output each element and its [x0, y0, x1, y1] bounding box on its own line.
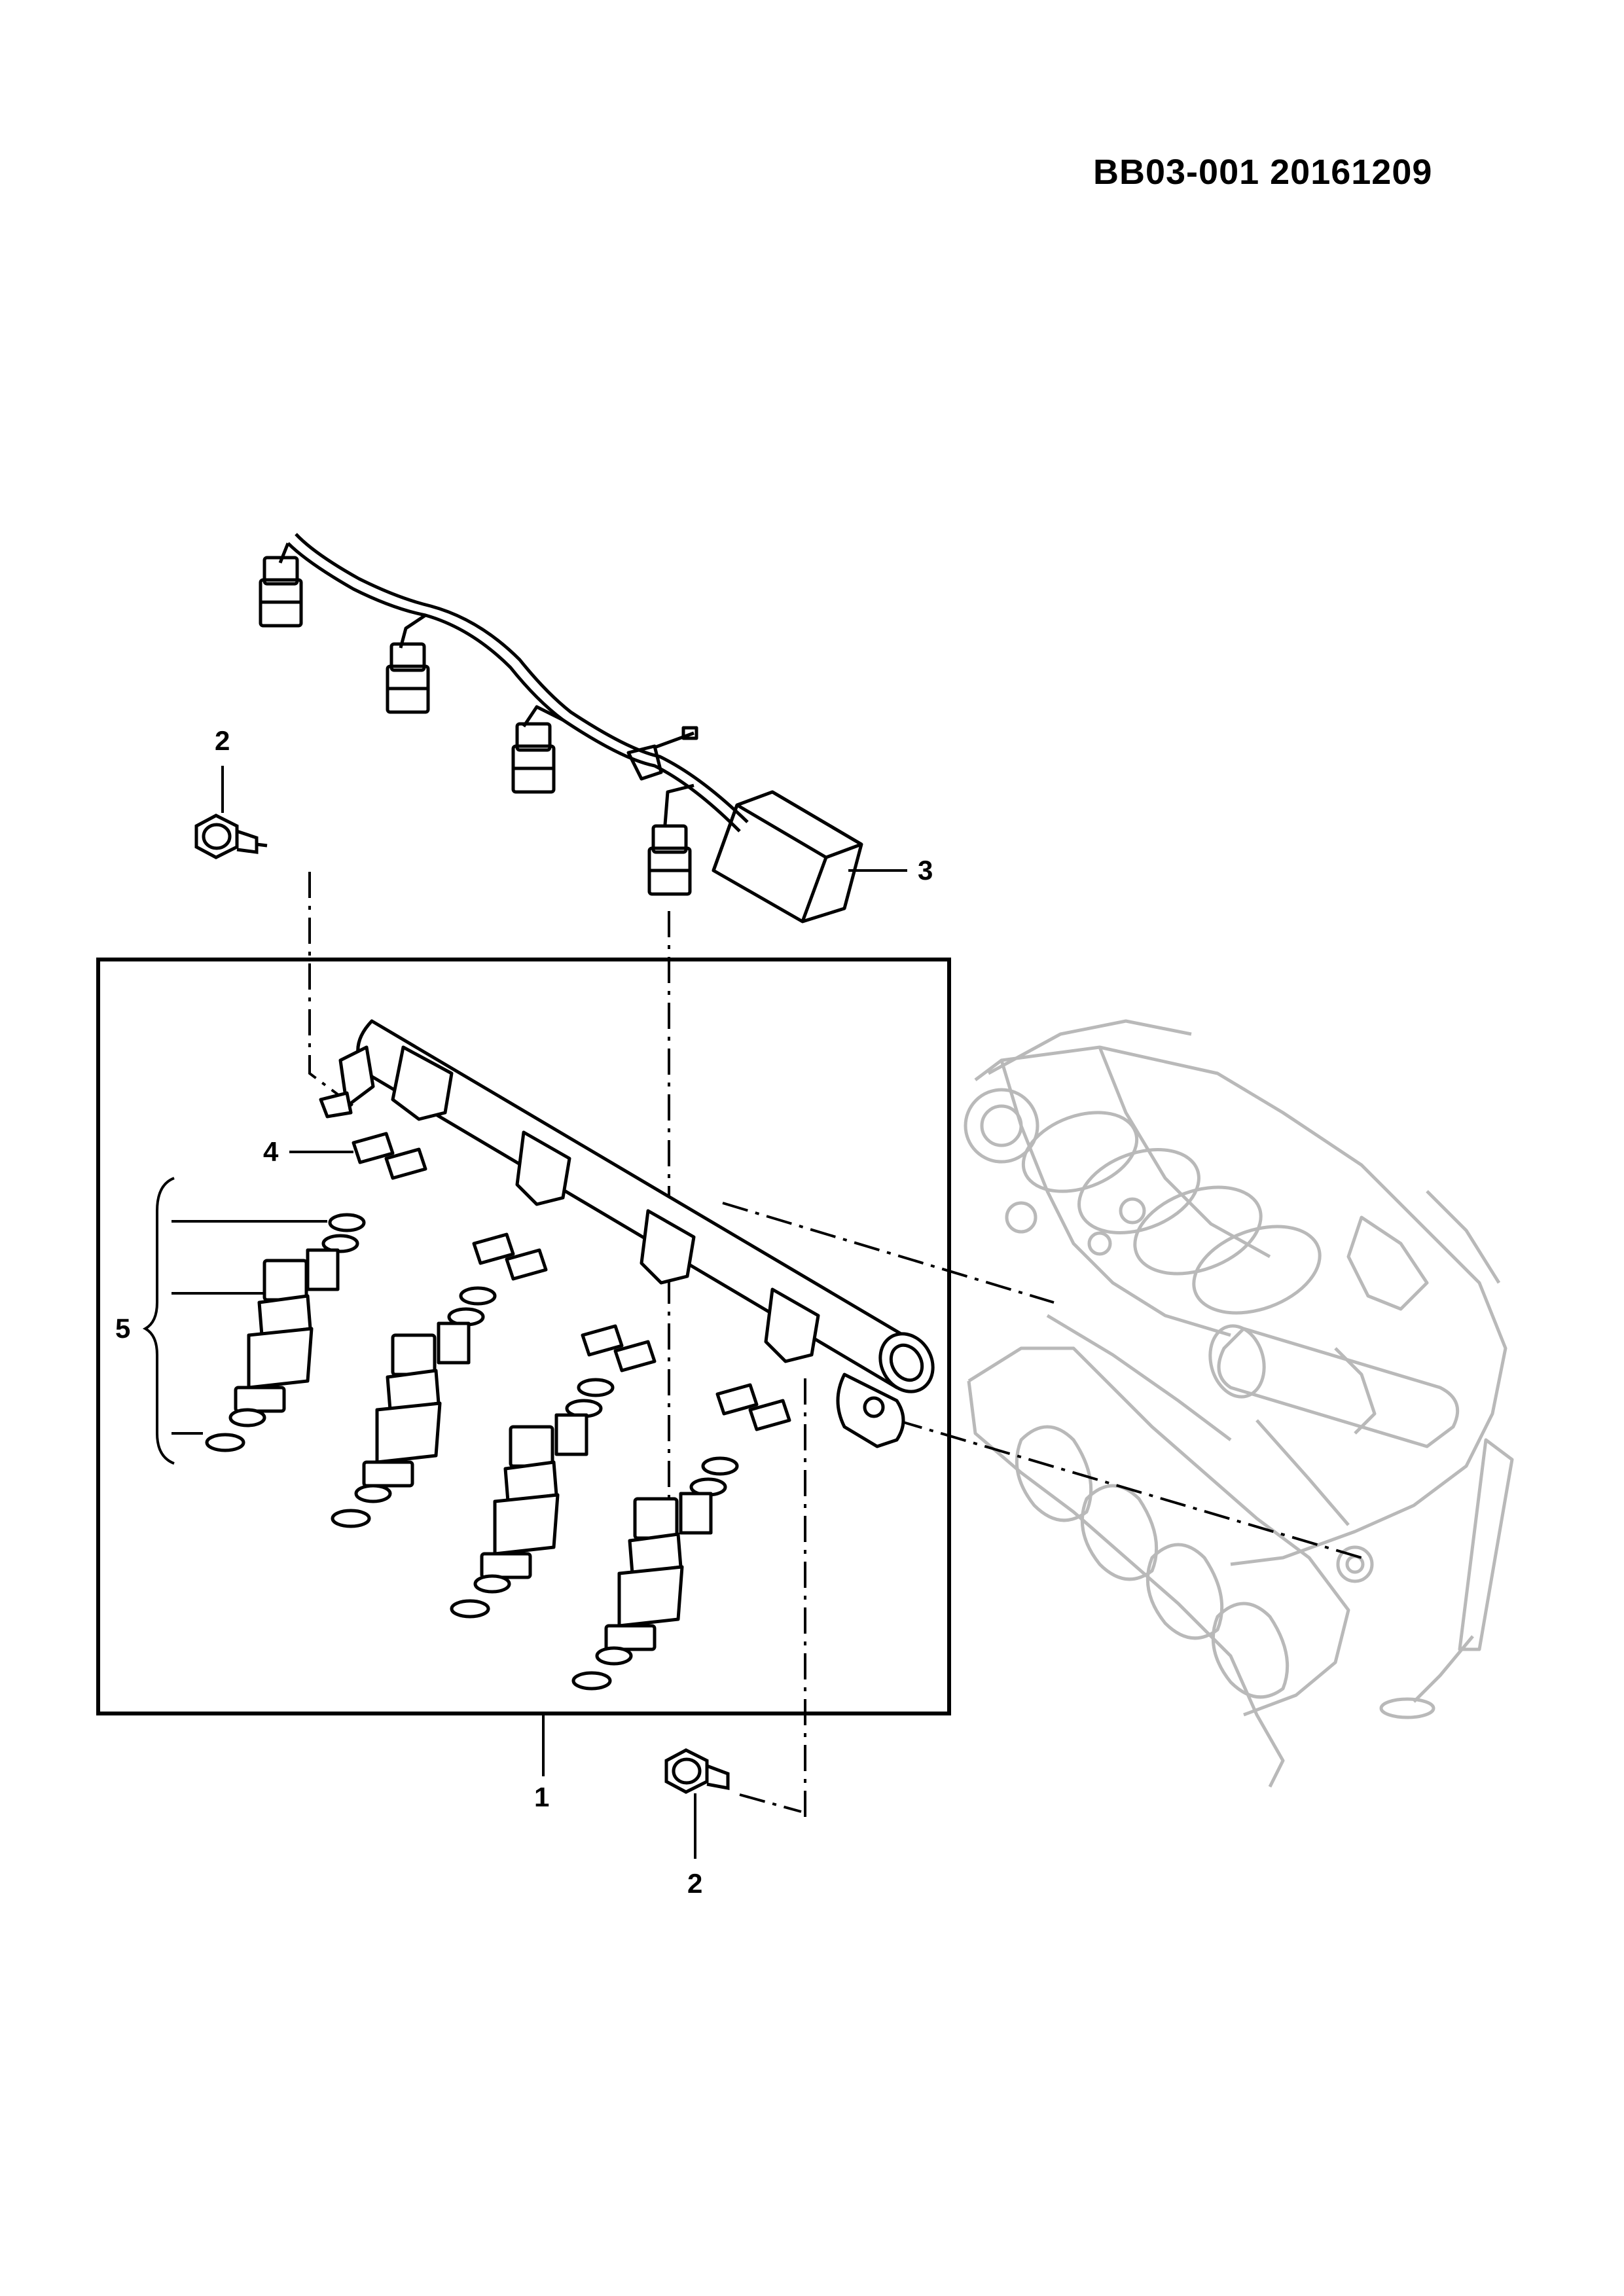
alignment-lines — [308, 872, 1362, 1820]
callout-5: 5 — [115, 1313, 130, 1344]
wiring-harness — [259, 533, 863, 924]
bolt-bottom — [664, 1748, 730, 1794]
injector-3 — [450, 1378, 615, 1619]
harness-connector-3 — [511, 722, 556, 794]
retaining-clips — [352, 1132, 791, 1431]
harness-connector-4 — [647, 824, 692, 896]
assembly-box — [96, 958, 951, 1715]
callout-3: 3 — [918, 855, 933, 886]
callout-4: 4 — [263, 1136, 279, 1167]
clip-4 — [715, 1383, 791, 1431]
injector-2 — [331, 1286, 497, 1528]
clip-1 — [352, 1132, 427, 1180]
injector-1 — [205, 1213, 366, 1452]
callout-1: 1 — [534, 1782, 549, 1812]
fuel-rail — [319, 1019, 935, 1448]
injector-4 — [571, 1456, 739, 1691]
callout-2-top: 2 — [215, 725, 230, 756]
intake-manifold-background — [964, 1019, 1514, 1788]
document-code: BB03-001 20161209 — [1093, 152, 1433, 192]
bolt-top — [194, 814, 268, 859]
clip-2 — [472, 1232, 548, 1281]
callout-2-bottom: 2 — [687, 1868, 702, 1899]
clip-3 — [581, 1324, 657, 1372]
harness-connector-2 — [386, 642, 430, 714]
harness-connector-1 — [259, 556, 303, 628]
bracket-5 — [142, 1177, 327, 1465]
